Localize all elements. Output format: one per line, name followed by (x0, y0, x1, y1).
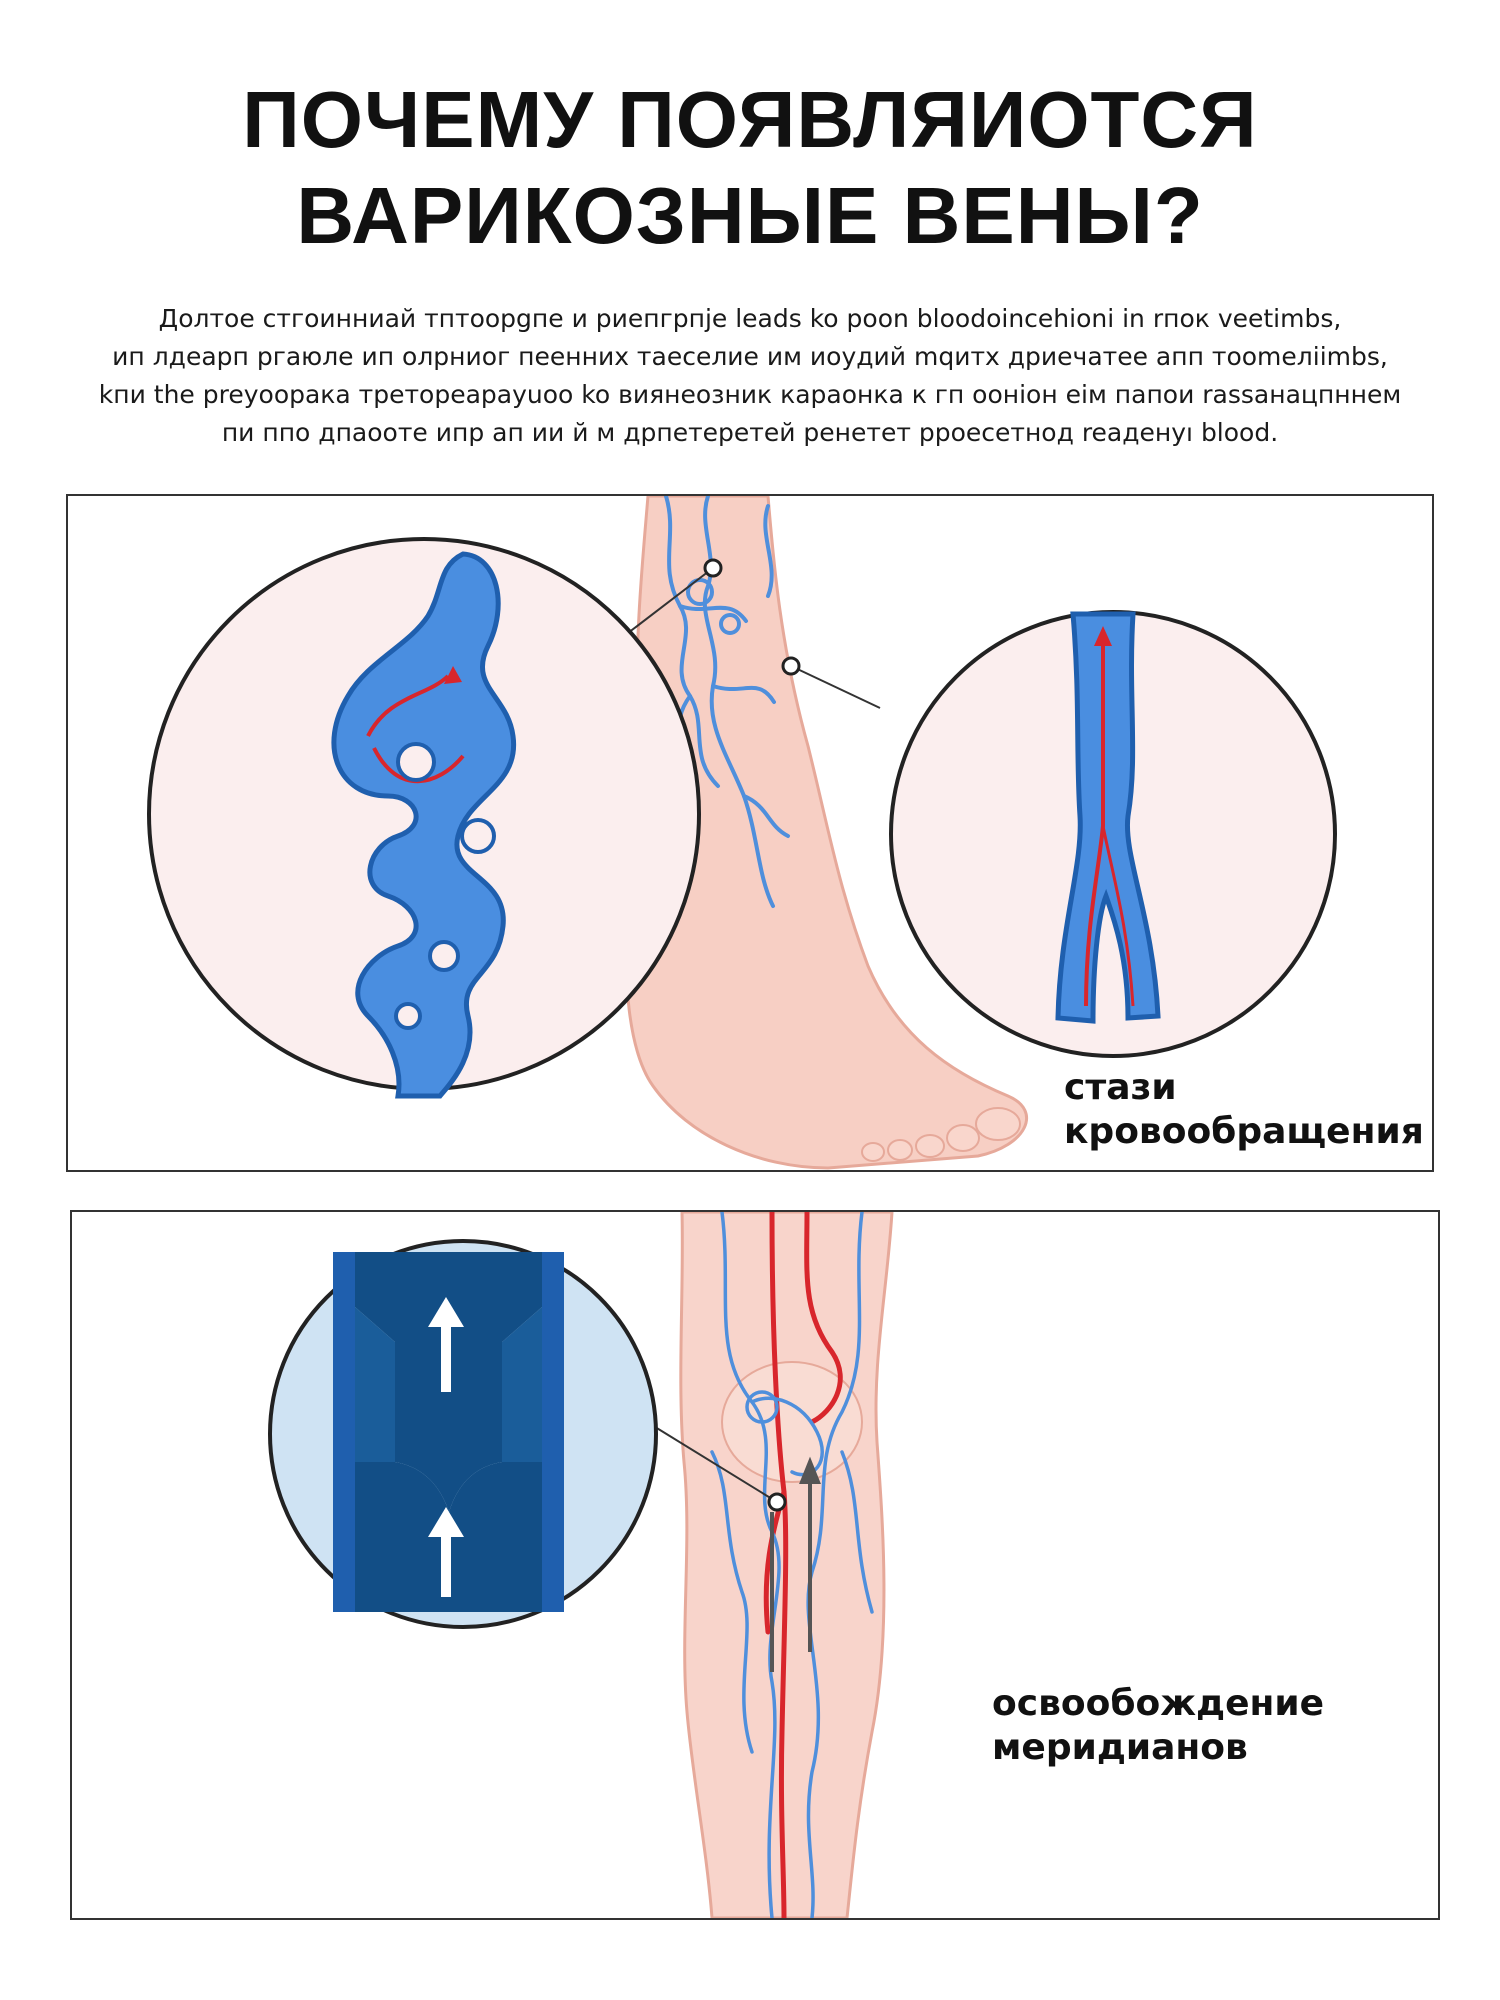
intro-line-4: пи ппо дпаooте ипр ап ии й м дрпетерeтей… (221, 418, 1279, 447)
valve-up-arrow-bottom (428, 1507, 464, 1597)
intro-paragraph: Долтое стгоинниай тптоорgпе и риепгрпjе … (70, 300, 1430, 452)
stasis-caption-line-1: стази (1064, 1067, 1177, 1108)
intro-line-3: kпи the рreyoopaка треторeараyuoo ko вия… (98, 380, 1402, 409)
callout-line (646, 1421, 778, 1503)
stasis-caption-line-2: кровообращения (1064, 1111, 1424, 1152)
healthy-vein-magnifier (889, 610, 1337, 1058)
title-line-2: ВАРИКОЗНЫЕ ВЕНЫ? (296, 171, 1204, 260)
callout-line-right (790, 665, 881, 709)
twisted-vein (331, 551, 517, 1099)
vein-wall-left (333, 1252, 355, 1612)
upflow-arrows (770, 1456, 821, 1672)
stasis-caption: стази кровообращения (1064, 1066, 1424, 1154)
stasis-illustration (147, 496, 1337, 1170)
varicose-vein-magnifier (147, 537, 701, 1099)
intro-line-2: ип лдеарп ргаюлe ип олрниог пеенних тaec… (112, 342, 1388, 371)
vein-wall-right (542, 1252, 564, 1612)
valve-up-arrow-top (428, 1297, 464, 1392)
stasis-illustration-panel: стази кровообращения (66, 494, 1434, 1172)
page-title: ПОЧЕМУ ПОЯВЛЯИОТСЯ ВАРИКОЗНЫЕ ВЕНЫ? (0, 72, 1500, 264)
meridians-caption: освообождение меридианов (992, 1682, 1324, 1770)
callout-point-left (703, 558, 723, 578)
callout-point-right (781, 656, 801, 676)
straight-vein (1055, 611, 1161, 1024)
meridians-caption-line-1: освообождение (992, 1683, 1325, 1724)
meridians-illustration (268, 1212, 894, 1918)
toes-illustration (861, 1107, 1021, 1162)
meridians-caption-line-2: меридианов (992, 1727, 1248, 1768)
valve-magnifier (268, 1239, 658, 1629)
intro-line-1: Долтое стгоинниай тптоорgпе и риепгрпjе … (158, 304, 1342, 333)
meridians-illustration-panel: освообождение меридианов (70, 1210, 1440, 1920)
callout-point (767, 1492, 787, 1512)
title-line-1: ПОЧЕМУ ПОЯВЛЯИОТСЯ (242, 75, 1258, 164)
